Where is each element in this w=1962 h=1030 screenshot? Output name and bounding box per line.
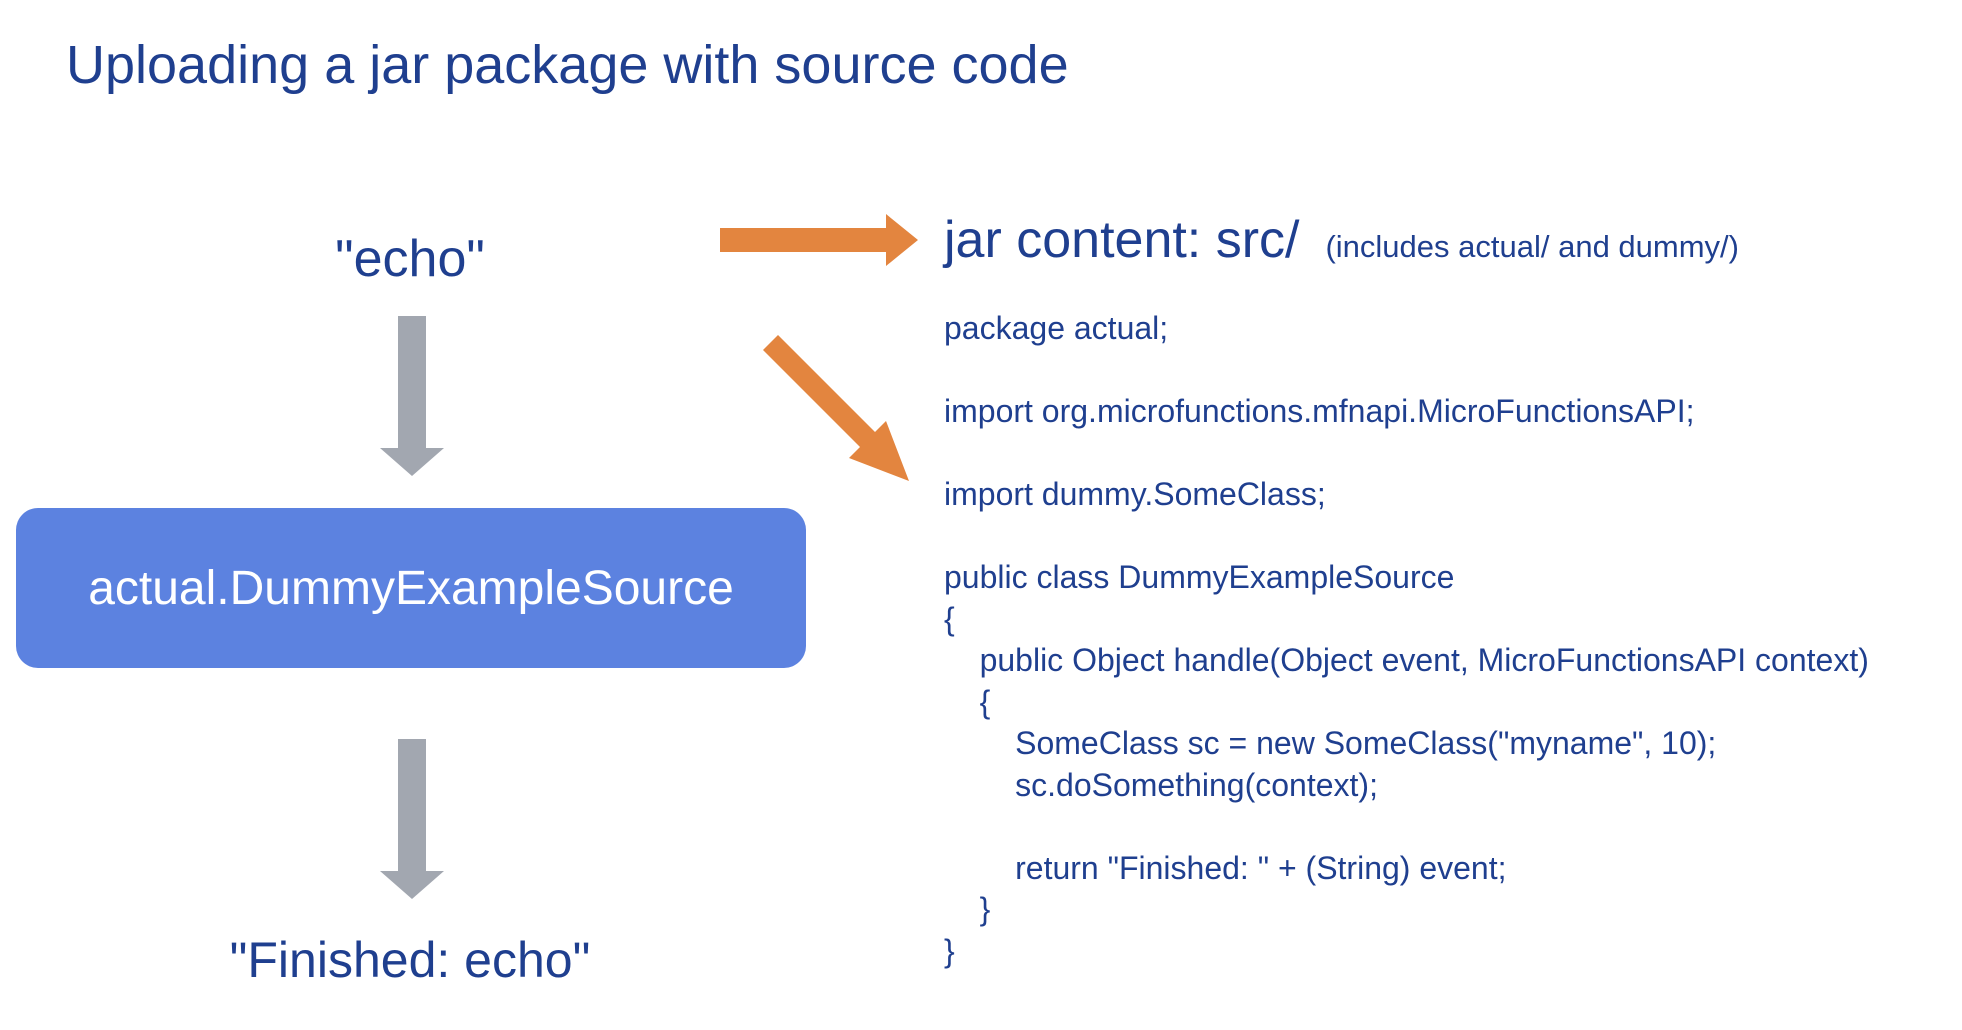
handler-box: actual.DummyExampleSource xyxy=(16,508,806,668)
code-line: { xyxy=(944,600,955,637)
jar-content-heading: jar content: src/ (includes actual/ and d… xyxy=(944,214,1739,266)
input-label: "echo" xyxy=(335,230,485,288)
arrow-input-to-handler xyxy=(380,316,444,476)
code-line xyxy=(944,350,1869,392)
code-line xyxy=(944,806,1869,848)
jar-content-label: jar content: src/ xyxy=(944,211,1300,269)
output-label: "Finished: echo" xyxy=(229,932,591,988)
code-line xyxy=(944,516,1869,558)
source-code-block: package actual; import org.microfunctions… xyxy=(944,308,1869,972)
arrow-to-source-code xyxy=(763,335,909,481)
arrow-to-jar-content xyxy=(720,214,918,266)
code-line: import org.microfunctions.mfnapi.MicroFu… xyxy=(944,393,1695,429)
code-line: public class DummyExampleSource xyxy=(944,559,1455,595)
code-line: SomeClass sc = new SomeClass("myname", 1… xyxy=(944,725,1717,761)
code-line: import dummy.SomeClass; xyxy=(944,476,1326,512)
jar-content-note: (includes actual/ and dummy/) xyxy=(1325,229,1739,264)
code-line: } xyxy=(944,891,991,927)
code-line: package actual; xyxy=(944,310,1169,346)
handler-label: actual.DummyExampleSource xyxy=(88,561,734,615)
code-line: sc.doSomething(context); xyxy=(944,766,1378,803)
code-line: { xyxy=(944,683,991,720)
code-line xyxy=(944,433,1869,475)
code-line: public Object handle(Object event, Micro… xyxy=(944,642,1869,678)
page-title: Uploading a jar package with source code xyxy=(66,35,1069,95)
arrow-handler-to-output xyxy=(380,739,444,899)
code-line: return "Finished: " + (String) event; xyxy=(944,849,1507,886)
code-line: } xyxy=(944,932,955,969)
